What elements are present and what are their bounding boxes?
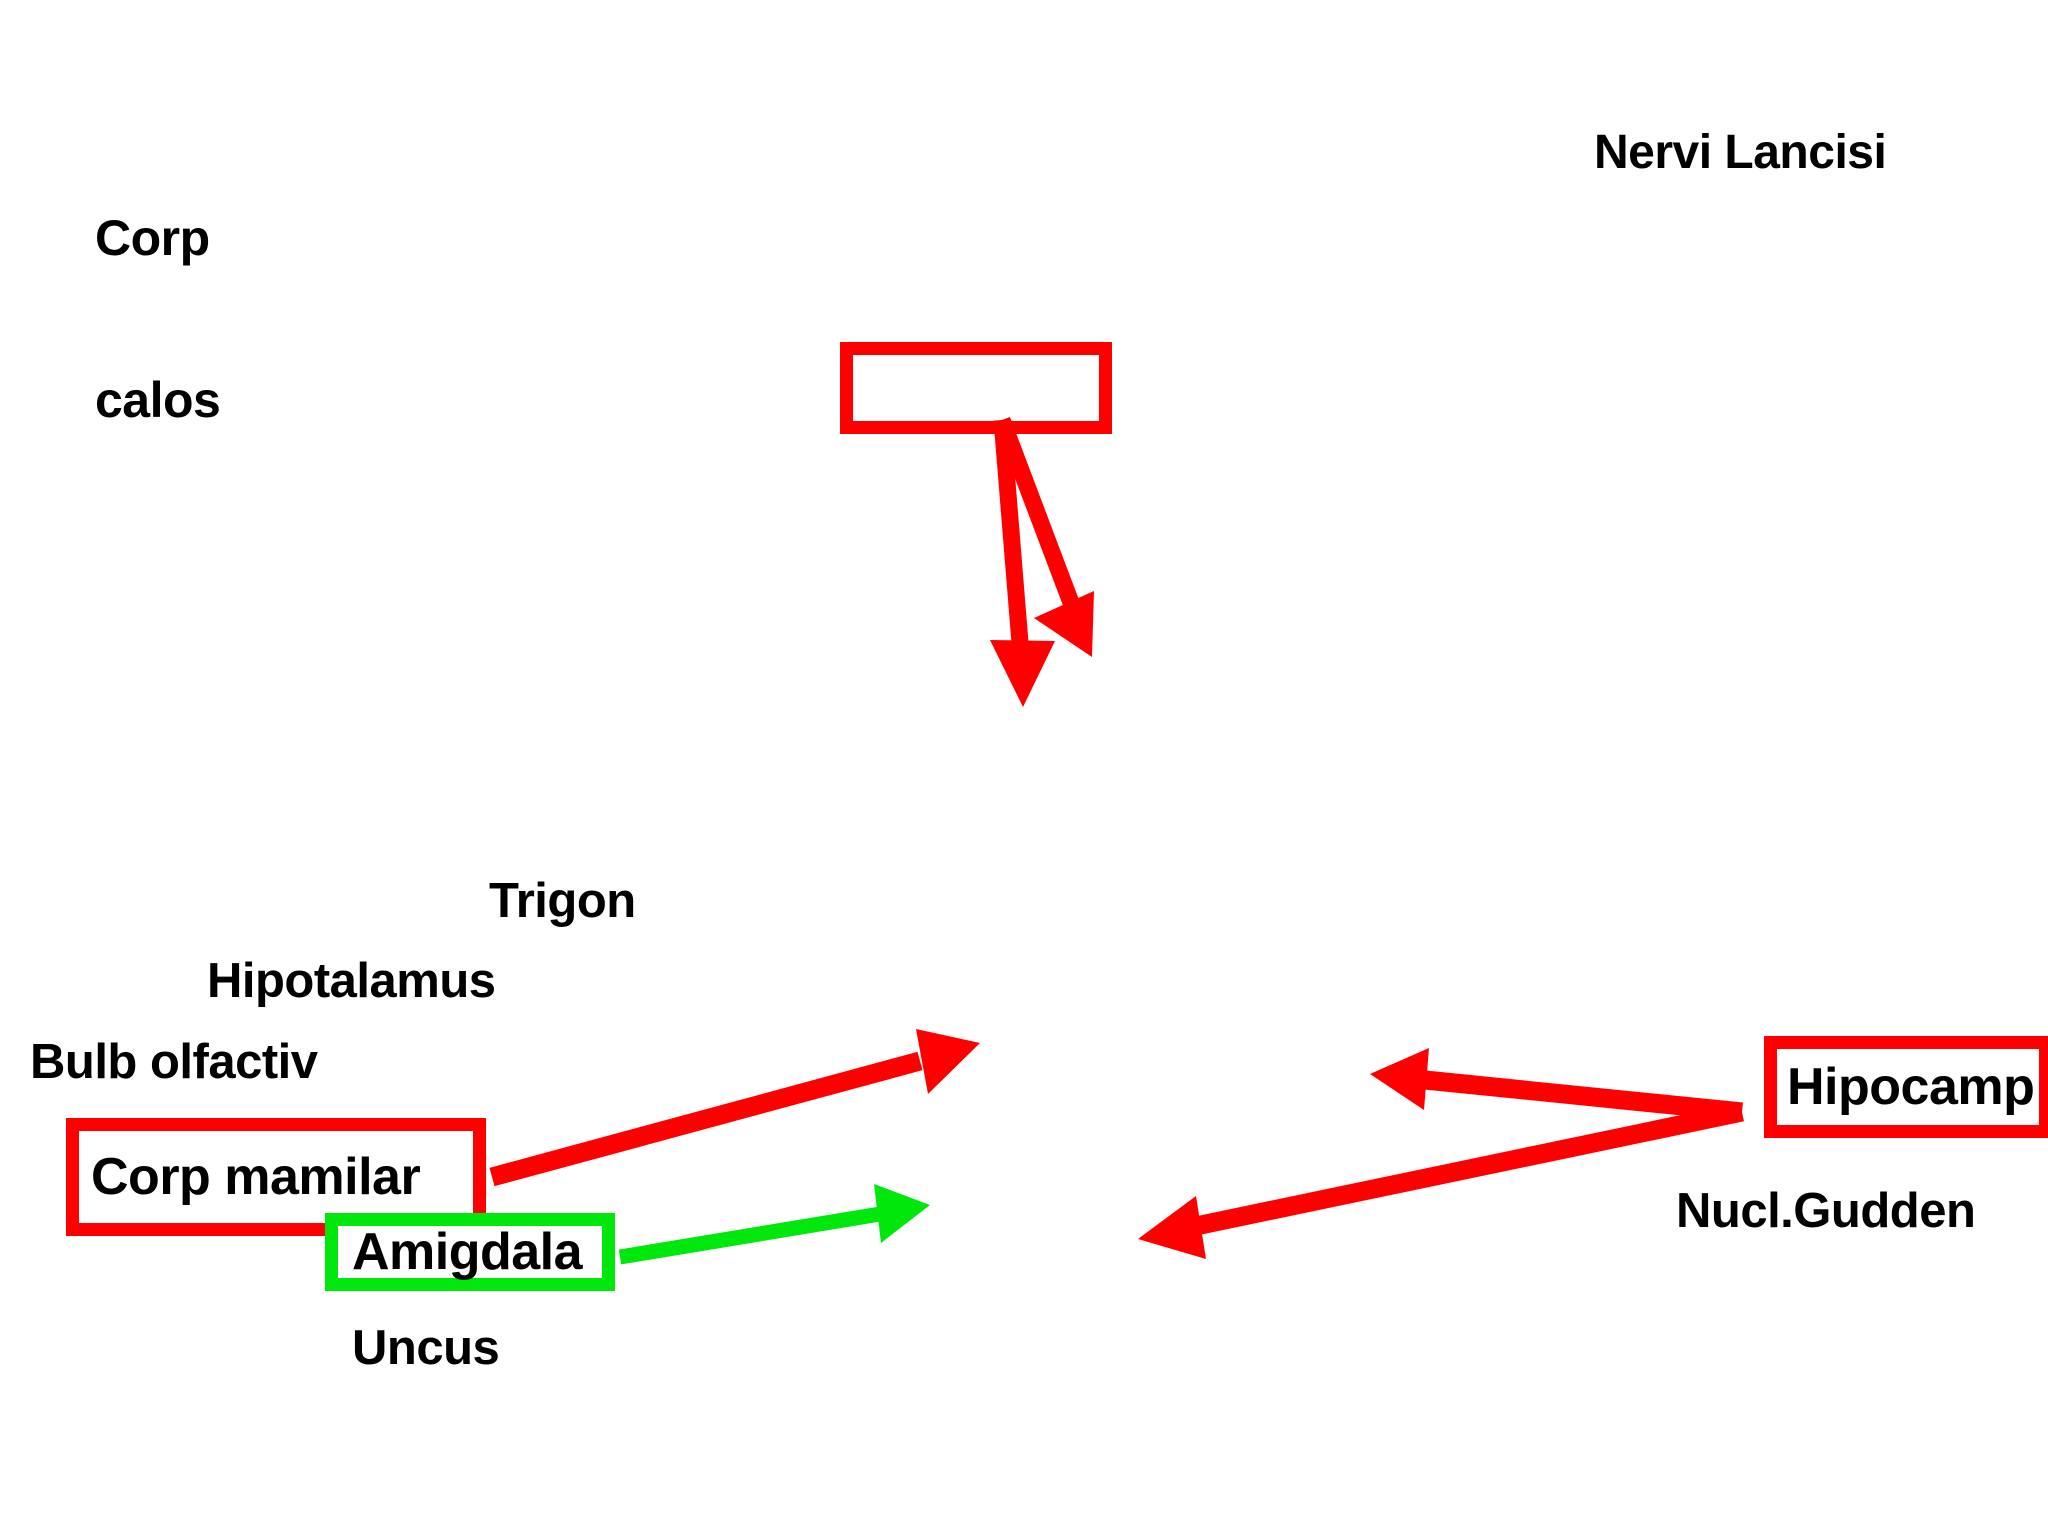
- box-top-empty-highlight[interactable]: [840, 342, 1112, 434]
- label-nucl-gudden: Nucl.Gudden: [1676, 1184, 1976, 1238]
- arrow-from-top-box-down-left: [990, 419, 1055, 707]
- label-trigon: Trigon: [489, 874, 636, 928]
- arrow-corp-mamilar-to-upper-right: [489, 1029, 980, 1187]
- box-corp-mamilar-label: Corp mamilar: [91, 1148, 421, 1206]
- label-hipotalamus: Hipotalamus: [207, 954, 496, 1008]
- box-corp-mamilar[interactable]: Corp mamilar: [66, 1118, 486, 1236]
- box-hipocamp-label: Hipocamp: [1787, 1058, 2035, 1116]
- label-uncus: Uncus: [352, 1321, 500, 1375]
- label-corp-calos-line1: Corp: [95, 210, 210, 266]
- arrow-from-top-box-down-right: [994, 416, 1094, 657]
- label-corp-calos-line2: calos: [95, 372, 221, 428]
- label-bulb-olfactiv: Bulb olfactiv: [30, 1035, 318, 1089]
- arrow-amigdala-to-upper-right: [618, 1184, 930, 1265]
- arrow-hipocamp-to-lower-left: [1138, 1102, 1744, 1259]
- box-amigdala-label: Amigdala: [352, 1223, 583, 1281]
- arrow-hipocamp-to-upper-left: [1370, 1048, 1743, 1122]
- label-nervi-lancisi: Nervi Lancisi: [1594, 126, 1887, 179]
- label-corp-calos: Corp calos: [95, 103, 221, 535]
- box-hipocamp[interactable]: Hipocamp: [1764, 1036, 2048, 1138]
- box-amigdala[interactable]: Amigdala: [325, 1213, 615, 1291]
